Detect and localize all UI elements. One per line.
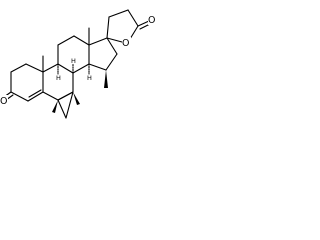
bond-c1-c2 bbox=[10, 63, 27, 73]
ring-c bbox=[57, 35, 90, 74]
bond-c13-c17 bbox=[88, 37, 108, 46]
lactone-carbonyl-oxygen-label: O bbox=[148, 15, 155, 26]
bond-c4-c5 bbox=[27, 91, 44, 102]
bond-c22-carbonyl bbox=[137, 20, 150, 27]
c14-hydrogen-label: H bbox=[87, 74, 92, 82]
bond-c9-c10 bbox=[42, 63, 59, 73]
bond-c3-c4 bbox=[10, 91, 29, 102]
bond-c12-c13 bbox=[73, 35, 90, 46]
c9-hydrogen-label: H bbox=[56, 74, 61, 82]
bond-c20-c21 bbox=[108, 9, 129, 18]
wedge-c15-methyl bbox=[104, 70, 108, 88]
bond-c15-c14 bbox=[88, 63, 107, 71]
bond-c11-c12 bbox=[57, 35, 75, 46]
wedge-c6-h bbox=[52, 100, 58, 113]
bond-c8-c9 bbox=[57, 63, 74, 74]
bond-o-c17 bbox=[106, 37, 123, 43]
ring-a bbox=[3, 63, 44, 102]
bond-c17-c20 bbox=[106, 16, 110, 39]
bond-c7-cp bbox=[65, 91, 74, 119]
bond-c10-c1 bbox=[25, 63, 44, 73]
cyclopropane-ring bbox=[52, 91, 80, 119]
lactone-ring-oxygen-label: O bbox=[122, 38, 129, 49]
atom-labels: O O O H H H bbox=[0, 15, 157, 107]
spiro-lactone-ring bbox=[106, 9, 151, 43]
bond-c6-cp bbox=[57, 99, 67, 119]
ring-d bbox=[88, 37, 118, 88]
bond-c21-c22 bbox=[127, 9, 139, 27]
angular-methyls bbox=[42, 27, 90, 73]
c8-hydrogen-label: H bbox=[71, 57, 76, 65]
wedge-c7-h bbox=[73, 92, 80, 105]
bond-c22-o bbox=[129, 25, 139, 40]
molecular-structure-diagram: O O O H H H bbox=[0, 9, 157, 119]
bond-c17-c16 bbox=[106, 37, 118, 55]
bond-c4-c5-double bbox=[28, 89, 42, 98]
bond-c5-c6 bbox=[42, 91, 59, 101]
stereo-hydrogens bbox=[57, 63, 90, 75]
ketone-oxygen-label: O bbox=[0, 96, 7, 107]
bond-c14-c8 bbox=[72, 63, 90, 74]
bond-c6-c7-cp-base bbox=[57, 91, 74, 101]
bond-c16-c15 bbox=[105, 53, 118, 71]
